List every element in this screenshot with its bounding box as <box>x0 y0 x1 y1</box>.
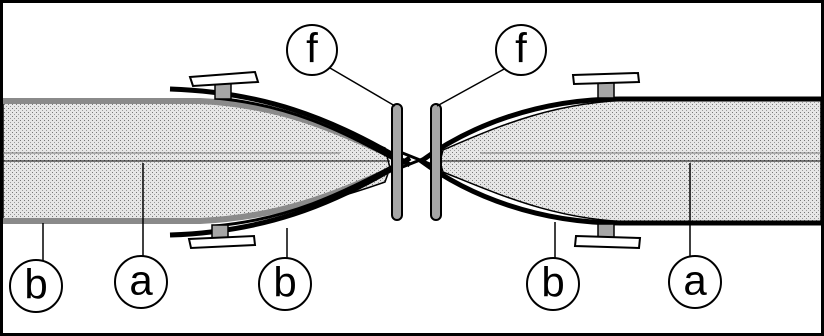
callout-label: b <box>541 259 564 306</box>
left-black-layer-top <box>169 86 412 168</box>
callout-f-left: f <box>286 24 338 76</box>
callout-label: f <box>306 25 318 72</box>
right-flange <box>430 103 442 221</box>
left-black-layer-top-inner <box>214 96 396 162</box>
callout-label: a <box>129 257 153 304</box>
leader-lines <box>42 67 691 268</box>
right-top-clamp <box>571 71 641 99</box>
left-flange <box>391 103 403 221</box>
left-cable <box>2 70 412 250</box>
left-bottom-clamp <box>187 224 257 250</box>
callout-b-right: b <box>526 257 580 311</box>
left-black-layer-bottom <box>169 155 412 238</box>
callout-a-left: a <box>114 255 168 309</box>
callout-a-right: a <box>668 255 722 309</box>
centre-joint <box>391 103 442 221</box>
callout-label: b <box>24 261 47 308</box>
callout-b-left: b <box>9 259 63 313</box>
callout-f-right: f <box>495 24 547 76</box>
left-top-clamp <box>188 70 260 100</box>
callout-b-middle: b <box>258 257 312 311</box>
callout-label: f <box>515 25 527 72</box>
right-bottom-clamp <box>573 223 642 250</box>
callout-label: a <box>683 257 707 304</box>
callout-label: b <box>273 259 296 306</box>
left-black-layer-bottom-inner <box>214 163 396 228</box>
